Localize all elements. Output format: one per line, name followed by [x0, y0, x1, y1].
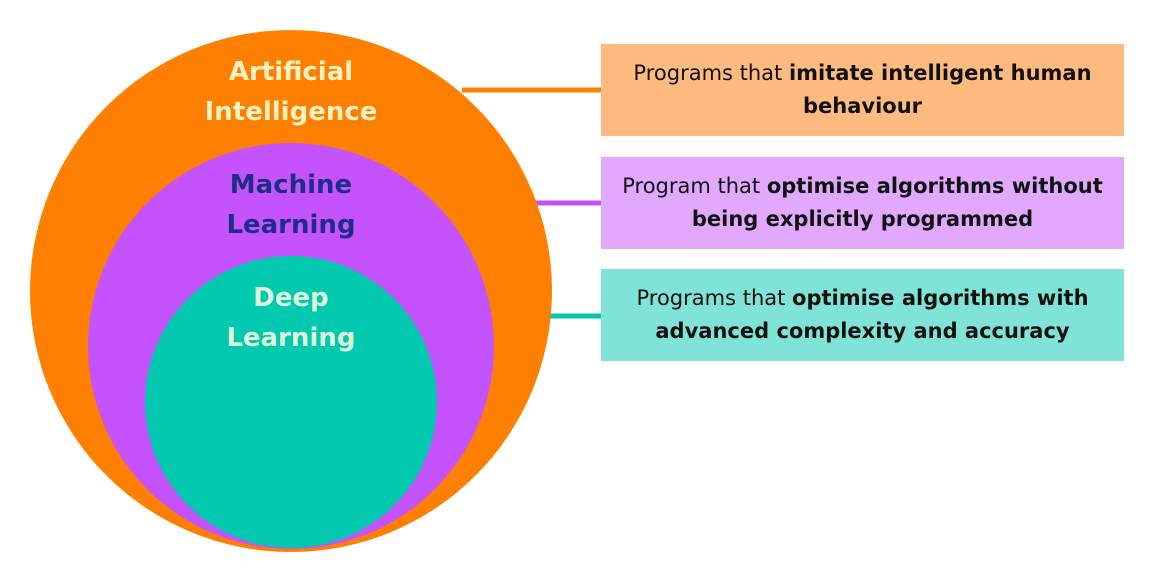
ml-definition-plain: Program that	[622, 174, 767, 198]
ai-definition-plain: Programs that	[633, 61, 789, 85]
dl-definition-text: Programs that optimise algorithms with a…	[613, 282, 1112, 348]
ml-definition-box: Program that optimise algorithms without…	[601, 157, 1124, 249]
ml-definition-bold: optimise algorithms without being explic…	[691, 174, 1103, 231]
ai-label-line1: Artificial	[229, 57, 353, 87]
ai-label-line2: Intelligence	[205, 97, 378, 127]
ai-definition-text: Programs that imitate intelligent human …	[613, 57, 1112, 123]
ml-definition-text: Program that optimise algorithms without…	[613, 170, 1112, 236]
dl-definition-bold: optimise algorithms with advanced comple…	[655, 286, 1089, 343]
ai-definition-bold: imitate intelligent human behaviour	[788, 61, 1092, 118]
ml-label-line2: Learning	[226, 210, 355, 240]
dl-label-line1: Deep	[253, 283, 328, 313]
dl-label-line2: Learning	[226, 323, 355, 353]
dl-definition-plain: Programs that	[636, 286, 793, 310]
dl-circle	[145, 256, 437, 548]
dl-definition-box: Programs that optimise algorithms with a…	[601, 269, 1124, 361]
ai-definition-box: Programs that imitate intelligent human …	[601, 44, 1124, 136]
ml-label-line1: Machine	[230, 170, 352, 200]
